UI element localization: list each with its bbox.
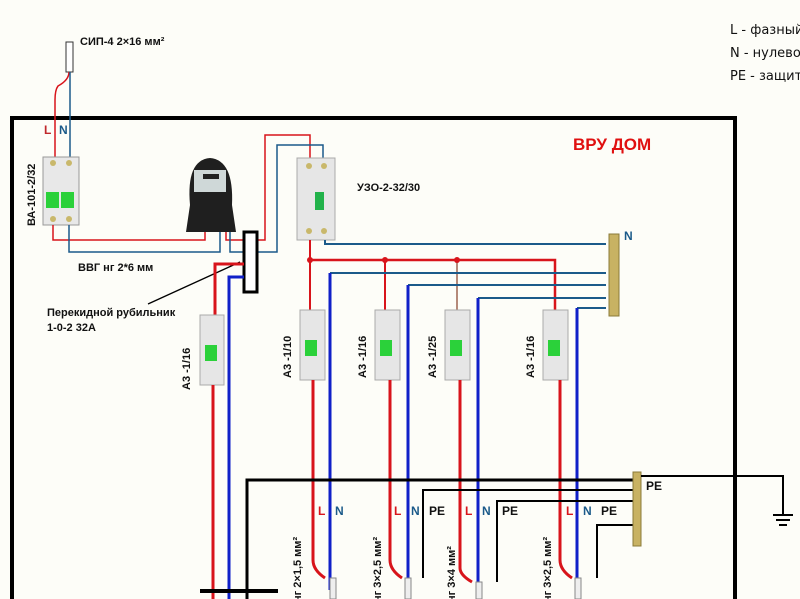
feed-cable-label: ВВГ нг 2*6 мм (78, 262, 153, 274)
feed-neutral-wire (68, 225, 221, 253)
svg-text:PE: PE (429, 504, 445, 518)
ground-wire (641, 475, 784, 514)
branch-breaker-2 (299, 309, 326, 381)
legend-n: N - нулевой (730, 46, 800, 61)
enclosure-title: ВРУ ДОМ (573, 135, 651, 154)
cable-label-1: нг 2×1,5 мм² (292, 537, 304, 599)
junction (307, 257, 313, 263)
cable-end (404, 577, 412, 599)
branch-breaker-5 (542, 309, 569, 381)
svg-text:PE: PE (601, 504, 617, 518)
phase-out-3 (388, 380, 403, 580)
cable-label-4: нг 3×2,5 мм² (542, 537, 554, 599)
svg-text:PE: PE (502, 504, 518, 518)
input-phase-wire (54, 71, 70, 160)
pe-bus-label: PE (646, 479, 662, 493)
breaker-5-label: А3 -1/16 (525, 336, 537, 378)
pe-line-3 (422, 489, 637, 578)
switch-phase-out (213, 262, 244, 316)
pe-main-line (245, 478, 637, 599)
svg-text:N: N (411, 504, 420, 518)
input-n-label: N (59, 123, 68, 137)
junction (382, 257, 388, 263)
switch-neutral-out (227, 275, 244, 599)
meter-to-rcd-phase (225, 134, 311, 241)
pe-line-4 (496, 500, 637, 582)
cable-end (329, 577, 337, 599)
breaker-3-label: А3 -1/16 (357, 336, 369, 378)
legend-pe: PE - защит (730, 69, 800, 84)
meter-to-rcd-neutral (229, 144, 324, 253)
switch-label-line1: Перекидной рубильник (47, 307, 176, 319)
cable-end (475, 581, 483, 599)
junction (454, 257, 460, 263)
rcd-label: УЗО-2-32/30 (357, 182, 420, 194)
switch-label-line2: 1-0-2 32А (47, 322, 96, 334)
phase-out-4 (458, 380, 473, 584)
switch-pointer (147, 261, 241, 305)
svg-text:L: L (318, 504, 325, 518)
main-breaker (42, 156, 80, 226)
feed-phase-wire (52, 225, 206, 241)
breaker-2-label: А3 -1/10 (282, 336, 294, 378)
svg-text:N: N (583, 504, 592, 518)
enclosure-border (10, 116, 737, 599)
branch-breaker-3 (374, 309, 401, 381)
svg-text:L: L (566, 504, 573, 518)
svg-text:L: L (394, 504, 401, 518)
input-cable-label: СИП-4 2×16 мм² (80, 36, 165, 48)
branch-breaker-4 (444, 309, 471, 381)
legend-l: L - фазный (730, 23, 800, 38)
pe-bus (632, 471, 642, 547)
svg-text:L: L (465, 504, 472, 518)
cable-label-3: нг 3×4 мм² (446, 546, 458, 599)
wire-labels: L N L N PE L N PE L N PE (318, 504, 617, 518)
svg-text:N: N (482, 504, 491, 518)
changeover-switch (242, 230, 259, 294)
cable-end (574, 577, 582, 599)
phase-out-5 (558, 380, 573, 580)
breaker-1-label: А3 -1/16 (181, 348, 193, 390)
ground-icon (773, 514, 793, 526)
phase-out-2 (311, 380, 326, 580)
neutral-bus-label: N (624, 229, 633, 243)
svg-text:N: N (335, 504, 344, 518)
phase-bus-wire (310, 258, 557, 312)
rcd-device (296, 157, 336, 241)
main-breaker-label: ВА-101-2/32 (26, 164, 38, 226)
input-l-label: L (44, 123, 51, 137)
neutral-bus (608, 233, 620, 317)
cable-label-2: нг 3×2,5 мм² (372, 537, 384, 599)
electricity-meter (186, 158, 236, 232)
branch-breaker-1 (199, 314, 225, 386)
pe-line-5 (596, 524, 637, 578)
cable-end (65, 41, 74, 73)
rcd-neutral-out (324, 240, 606, 245)
breaker-4-label: А3 -1/25 (427, 336, 439, 378)
